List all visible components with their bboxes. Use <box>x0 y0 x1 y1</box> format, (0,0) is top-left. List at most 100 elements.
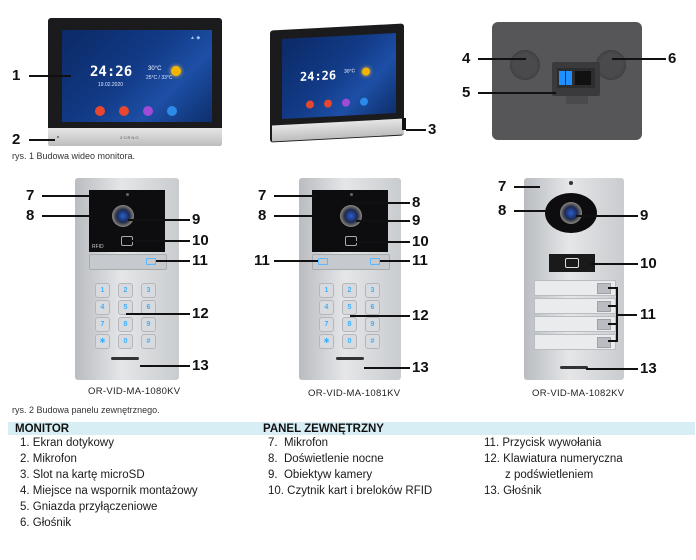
doorbell-app-icon <box>95 106 105 116</box>
app-icon-b <box>324 99 332 108</box>
brand-logo: ZORNO <box>120 135 140 140</box>
callout-12b: 12 <box>412 307 429 324</box>
keypad-key: # <box>141 334 156 349</box>
callout-1: 1 <box>12 67 21 84</box>
callout-line-8c <box>352 202 410 204</box>
speaker-slot-1 <box>111 357 139 360</box>
legend-panel-item: 13. Głośnik <box>484 485 542 497</box>
callout-bracket-2 <box>608 305 618 307</box>
call-button-icon-2a <box>318 258 328 265</box>
callout-11b: 11 <box>254 252 270 269</box>
callout-10b: 10 <box>412 233 429 250</box>
callout-10a: 10 <box>192 232 209 249</box>
mount-bracket-area <box>566 96 588 104</box>
screen-clock-2: 24:26 <box>300 68 337 85</box>
legend-panel-item: 8. Doświetlenie nocne <box>268 453 384 465</box>
keypad-key: 7 <box>319 317 334 332</box>
callout-line-8a <box>42 215 92 217</box>
camera-lens-3 <box>560 202 582 224</box>
screen-temp-2: 30°C <box>344 68 356 75</box>
callout-8c: 8 <box>412 194 421 211</box>
callout-9c: 9 <box>640 207 649 224</box>
screen-temp: 30°C <box>148 66 162 72</box>
callout-line-4 <box>478 58 526 60</box>
connector-dark <box>575 71 591 85</box>
callout-line-6 <box>612 58 666 60</box>
microsd-slot <box>402 118 406 130</box>
legend-monitor-item: 6. Głośnik <box>20 517 72 529</box>
callout-11d: 11 <box>640 306 656 323</box>
caption-fig2: rys. 2 Budowa panelu zewnętrznego. <box>12 405 160 415</box>
callout-8d: 8 <box>498 202 507 219</box>
callout-line-13c <box>586 368 638 370</box>
user-app-icon <box>119 106 129 116</box>
callout-8b: 8 <box>258 207 267 224</box>
callout-8a: 8 <box>26 207 35 224</box>
callout-line-7c <box>514 186 540 188</box>
rfid-label-1: RFID <box>92 244 104 250</box>
callout-line-7a <box>42 195 92 197</box>
legend-panel-item: 10. Czytnik kart i breloków RFID <box>268 485 433 497</box>
callout-bracket-bottom <box>608 340 618 342</box>
legend-panel-item: 12. Klawiatura numeryczna <box>484 453 623 465</box>
callout-9a: 9 <box>192 211 201 228</box>
keypad-key: 9 <box>141 317 156 332</box>
callout-3: 3 <box>428 121 437 138</box>
microphone-hole <box>57 136 59 138</box>
keypad-key: 5 <box>118 300 133 315</box>
keypad-key: 2 <box>342 283 357 298</box>
callout-11c: 11 <box>412 252 428 269</box>
callout-4: 4 <box>462 50 471 67</box>
legend-panel-item-cont: z podświetleniem <box>505 469 594 481</box>
legend-panel-item: 7. Mikrofon <box>268 437 329 449</box>
model-label-2: OR-VID-MA-1081KV <box>308 388 401 399</box>
callout-13a: 13 <box>192 357 209 374</box>
legend-monitor-item: 3. Slot na kartę microSD <box>20 469 145 481</box>
callout-line-9c <box>576 215 638 217</box>
settings-app-icon <box>167 106 177 116</box>
speaker-slot-3 <box>560 366 588 369</box>
model-label-3: OR-VID-MA-1082KV <box>532 388 625 399</box>
callout-7a: 7 <box>26 187 35 204</box>
callout-line-11c <box>380 260 410 262</box>
callout-bracket-top <box>608 287 618 289</box>
callout-line-1 <box>29 75 71 77</box>
microphone-3 <box>569 181 573 185</box>
caption-fig1: rys. 1 Budowa wideo monitora. <box>12 151 136 161</box>
callout-line-12a <box>126 313 190 315</box>
callout-line-12b <box>350 315 410 317</box>
camera-app-icon <box>143 106 153 116</box>
app-icon-a <box>306 100 314 109</box>
callout-line-11b <box>274 260 318 262</box>
connector-blue <box>559 71 565 85</box>
callout-line-8b <box>274 215 316 217</box>
callout-line-2 <box>29 139 55 141</box>
callout-line-9a <box>128 219 190 221</box>
keypad-key: ✱ <box>319 334 334 349</box>
callout-7b: 7 <box>258 187 267 204</box>
call-button-row-4 <box>534 334 616 350</box>
keypad-key: 0 <box>118 334 133 349</box>
camera-lens-1 <box>112 205 134 227</box>
keypad-key: 8 <box>342 317 357 332</box>
keypad-key: 1 <box>319 283 334 298</box>
callout-6: 6 <box>668 50 677 67</box>
call-button-light-4 <box>597 337 611 348</box>
callout-line-11a <box>156 260 190 262</box>
keypad-key: 4 <box>319 300 334 315</box>
callout-line-3 <box>406 129 426 131</box>
legend-monitor-item: 1. Ekran dotykowy <box>20 437 114 449</box>
speaker-slot-2 <box>336 357 364 360</box>
camera-lens-2 <box>340 205 362 227</box>
keypad-key: 1 <box>95 283 110 298</box>
speaker-left <box>510 50 540 80</box>
callout-11a: 11 <box>192 252 208 269</box>
callout-13c: 13 <box>640 360 657 377</box>
callout-line-8d <box>514 210 546 212</box>
legend-monitor-item: 4. Miejsce na wspornik montażowy <box>20 485 198 497</box>
keypad-key: 4 <box>95 300 110 315</box>
callout-line-5 <box>478 92 556 94</box>
legend-header-panel: PANEL ZEWNĘTRZNY <box>256 422 695 435</box>
screen-date: 19.02.2020 <box>98 82 124 88</box>
legend-panel-item: 11. Przycisk wywołania <box>484 437 602 449</box>
